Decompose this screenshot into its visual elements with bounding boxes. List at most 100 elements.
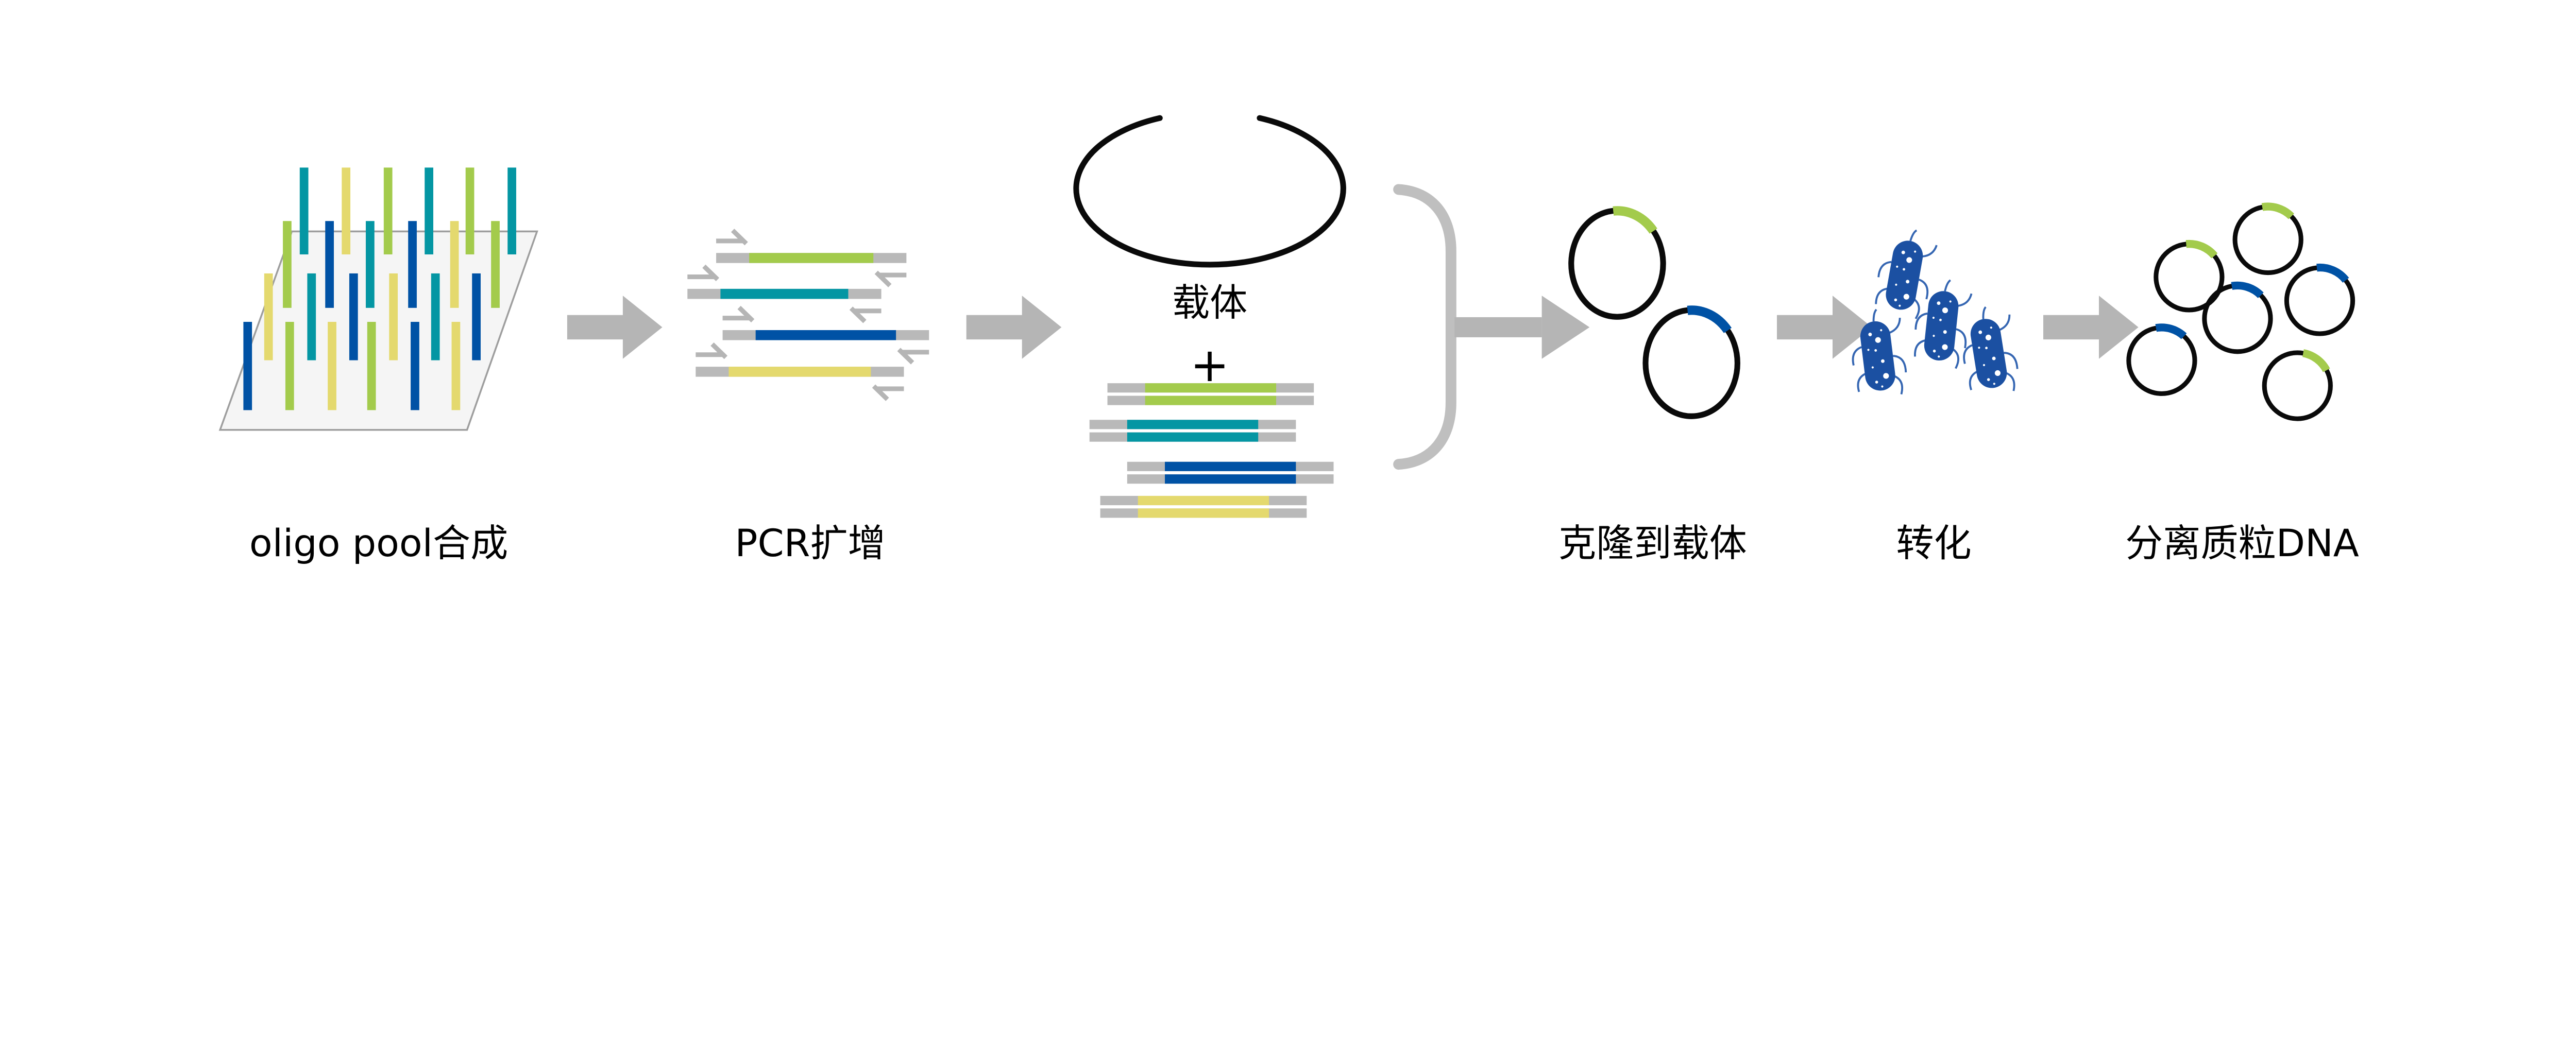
plasmid-icon (2202, 281, 2273, 354)
dna-fragment-pair-green (1107, 383, 1314, 405)
step-label-transformation: 转化 (1896, 522, 1971, 565)
step-vector-plus-inserts: 载体 + (1073, 115, 1590, 518)
oligo-bar-yellow (342, 167, 351, 255)
oligo-bar-teal (307, 273, 316, 360)
flagellum (1982, 306, 1987, 319)
vector-label: 载体 (1172, 281, 1247, 325)
oligo-bar-green (465, 167, 474, 255)
flagellum (2006, 372, 2015, 391)
oligo-bar-green (285, 321, 294, 410)
flagellum (1914, 312, 1928, 330)
insert-segment-green (2185, 239, 2218, 259)
dna-fragment-pair-teal (1089, 420, 1296, 442)
flagellum (1953, 349, 1959, 369)
oligo-bar-teal (366, 221, 375, 308)
bacteria-group (1852, 229, 2019, 395)
oligo-bar-green (383, 167, 393, 255)
grouping-bracket-icon (1393, 184, 1456, 470)
bacterium-icon (1914, 279, 1973, 369)
pcr-product-yellow (696, 342, 904, 401)
oligo-bar-blue (349, 273, 358, 360)
flagellum (1944, 279, 1951, 291)
primer-reverse-icon (874, 270, 907, 287)
primer-forward-icon (696, 342, 728, 359)
step-pcr-amplification: PCR扩增 (687, 229, 929, 565)
oligo-bar-blue (472, 273, 481, 360)
oligo-bar-yellow (389, 273, 398, 360)
flagellum (1894, 375, 1904, 395)
workflow-diagram: oligo pool合成 PCR扩增 载体 + 克隆到载体 转化 分离质粒DNA (218, 115, 2359, 565)
oligo-bar-teal (431, 273, 440, 360)
insert-segment-green (2302, 349, 2330, 372)
plasmid-icon (2126, 323, 2197, 396)
oligo-bar-teal (507, 167, 516, 255)
pcr-product-blue (722, 305, 929, 365)
oligo-bar-blue (325, 221, 334, 308)
primer-forward-icon (722, 305, 755, 323)
workflow-diagram-page: oligo pool合成 PCR扩增 载体 + 克隆到载体 转化 分离质粒DNA (218, 115, 2359, 565)
flagellum (1999, 314, 2011, 331)
step-transformation: 转化 (1852, 229, 2019, 565)
primer-forward-icon (687, 264, 719, 282)
primer-reverse-icon (897, 348, 929, 365)
flagellum (2004, 352, 2019, 369)
oligo-bars-group (243, 167, 516, 410)
bacterium-icon (1875, 229, 1938, 319)
flagellum (1914, 339, 1926, 357)
step-label-isolate: 分离质粒DNA (2125, 522, 2359, 565)
flagellum (1872, 308, 1877, 322)
insert-segment-blue (2155, 323, 2187, 339)
dna-fragment-pair-yellow (1100, 495, 1307, 518)
oligo-bar-blue (408, 221, 417, 308)
oligo-bar-teal (299, 167, 309, 255)
flagellum (1875, 287, 1888, 304)
flagellum (1889, 318, 1901, 334)
plasmid-icon (2232, 202, 2303, 276)
step-label-pcr: PCR扩增 (735, 522, 885, 565)
flagellum (1956, 328, 1967, 349)
pcr-products-group (687, 229, 929, 401)
flagellum (1922, 245, 1938, 257)
step-isolate-plasmid-dna: 分离质粒DNA (2125, 202, 2359, 565)
insert-segment-green (2261, 202, 2294, 219)
plasmid-icon (1642, 305, 1740, 419)
flagellum (1957, 293, 1973, 307)
bracket-arrow-icon (1454, 296, 1590, 359)
insert-segment-blue (2316, 263, 2349, 283)
flow-arrow-icon (966, 296, 1062, 359)
flagellum (1913, 299, 1920, 319)
oligo-bar-yellow (451, 321, 461, 410)
oligo-bar-teal (425, 167, 433, 255)
flow-arrow-icon (1776, 296, 1872, 359)
oligo-bar-yellow (264, 273, 273, 360)
oligo-bar-green (283, 221, 292, 308)
step-label-clone: 克隆到载体 (1558, 522, 1747, 565)
primer-reverse-icon (872, 384, 904, 401)
oligo-bar-green (367, 321, 376, 410)
plasmid-pool-group (2126, 202, 2355, 421)
pcr-product-teal (687, 264, 882, 323)
dna-fragment-pair-blue (1127, 461, 1334, 484)
step-oligo-pool-synthesis: oligo pool合成 (218, 167, 538, 565)
flagellum (1969, 370, 1978, 390)
plasmid-icon (2154, 239, 2225, 313)
open-vector-circle-icon (1073, 115, 1346, 268)
flagellum (1852, 346, 1862, 366)
bacterium-icon (1963, 306, 2019, 391)
insert-segment-blue (1687, 305, 1732, 334)
flagellum (1909, 229, 1918, 242)
flow-arrows-group (567, 296, 2139, 359)
plasmid-icon (2284, 263, 2355, 336)
flow-arrow-icon (567, 296, 663, 359)
dna-fragments-group (1089, 383, 1334, 518)
flagellum (1877, 261, 1892, 278)
insert-segment-blue (2231, 281, 2264, 299)
oligo-bar-green (491, 221, 500, 308)
step-label-oligo-pool: oligo pool合成 (249, 522, 508, 565)
insert-segment-green (1613, 206, 1657, 234)
pcr-product-green (716, 229, 907, 287)
primer-reverse-icon (849, 306, 882, 323)
plasmid-icon (1568, 206, 1666, 320)
flagellum (1918, 279, 1929, 300)
oligo-bar-blue (243, 321, 252, 410)
